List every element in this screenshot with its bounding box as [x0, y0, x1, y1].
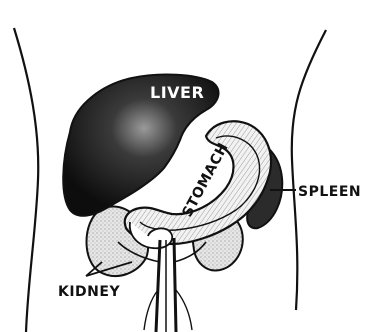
body-outline-right: [292, 30, 326, 310]
blood-vessels: [118, 238, 206, 332]
body-outline-left: [14, 28, 38, 332]
spleen-label: SPLEEN: [298, 184, 361, 200]
liver-label: LIVER: [150, 83, 204, 102]
kidney-label: KIDNEY: [58, 284, 120, 300]
